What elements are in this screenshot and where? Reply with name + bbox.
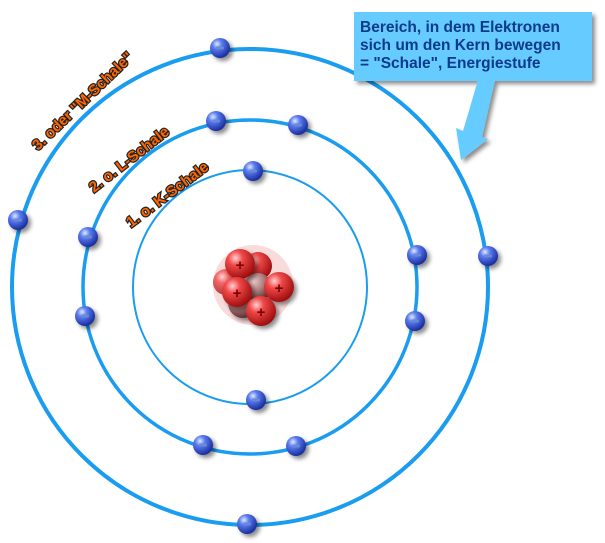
- nucleus: + + + +: [213, 245, 294, 326]
- label-k-shell: 1. o. K-Schale: [123, 158, 212, 231]
- proton: [222, 277, 252, 307]
- label-m-shell: 3. oder "M-Schale": [29, 49, 137, 154]
- electron-minus-icon: [413, 253, 421, 257]
- electron-minus-icon: [216, 46, 224, 50]
- electron-minus-icon: [84, 235, 92, 239]
- electron-minus-icon: [484, 254, 492, 258]
- orbit-l-shell: [81, 118, 419, 456]
- electron-minus-icon: [243, 522, 251, 526]
- electron-minus-icon: [411, 319, 419, 323]
- electron-minus-icon: [14, 218, 22, 222]
- callout-line: sich um den Kern bewegen: [360, 37, 561, 54]
- proton-sign: +: [275, 280, 284, 297]
- electron-minus-icon: [81, 314, 89, 318]
- proton: [225, 249, 255, 279]
- electrons: [8, 38, 498, 534]
- callout-line: Bereich, in dem Elektronen: [360, 19, 560, 36]
- proton: [264, 272, 294, 302]
- electron-minus-icon: [199, 443, 207, 447]
- proton-sign: +: [233, 285, 242, 302]
- electron-minus-icon: [212, 119, 220, 123]
- proton: [246, 296, 276, 326]
- electron-minus-icon: [249, 169, 257, 173]
- callout-text: Bereich, in dem Elektronen sich um den K…: [360, 19, 565, 72]
- electron-minus-icon: [294, 123, 302, 127]
- electron-minus-icon: [292, 444, 300, 448]
- electron-minus-icon: [252, 398, 260, 402]
- proton-sign: +: [236, 257, 245, 274]
- proton-sign: +: [257, 304, 266, 321]
- label-l-shell: 2. o. L-Schale: [86, 123, 173, 196]
- callout: [354, 12, 592, 160]
- callout-line: = "Schale", Energiestufe: [360, 55, 541, 72]
